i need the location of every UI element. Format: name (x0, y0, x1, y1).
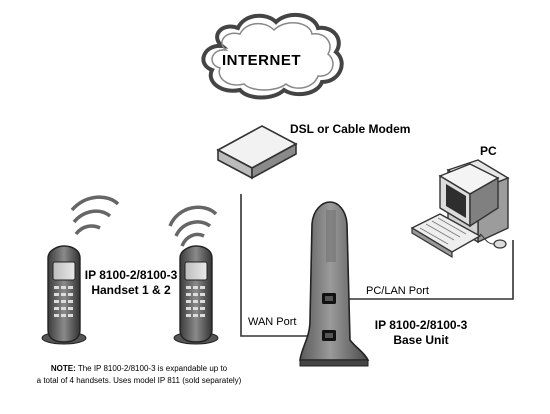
base-unit-icon (299, 201, 370, 367)
pc-icon (410, 159, 510, 259)
note-text: NOTE: The IP 8100-2/8100-3 is expandable… (34, 363, 244, 387)
base-unit-model: IP 8100-2/8100-3 (374, 318, 468, 332)
network-cables (240, 194, 514, 337)
wan-cable (240, 194, 322, 337)
wan-port-label: WAN Port (248, 316, 297, 328)
pc-label: PC (480, 144, 497, 158)
note-body-1: The IP 8100-2/8100-3 is expandable up to (77, 364, 228, 373)
handset-1-icon (41, 195, 120, 345)
wireless-signal-icon (70, 195, 120, 236)
handset-2-icon (168, 205, 219, 345)
pc-lan-cable (322, 240, 514, 300)
base-unit-label: IP 8100-2/8100-3 Base Unit (366, 318, 476, 348)
wireless-signal-icon (168, 205, 218, 247)
modem-icon (216, 125, 298, 180)
internet-label: INTERNET (222, 52, 301, 69)
note-line-2: a total of 4 handsets. Uses model IP 811… (36, 376, 242, 385)
handset-label: IP 8100-2/8100-3 Handset 1 & 2 (78, 268, 184, 298)
handset-model: IP 8100-2/8100-3 (84, 268, 178, 282)
pc-lan-port-label: PC/LAN Port (366, 285, 429, 297)
modem-label: DSL or Cable Modem (290, 122, 411, 136)
note-prefix: NOTE: (50, 364, 76, 373)
note-line-1: NOTE: The IP 8100-2/8100-3 is expandable… (34, 363, 244, 375)
base-unit-name: Base Unit (393, 333, 449, 347)
handset-name: Handset 1 & 2 (91, 283, 171, 297)
internet-cloud-icon (201, 12, 344, 100)
